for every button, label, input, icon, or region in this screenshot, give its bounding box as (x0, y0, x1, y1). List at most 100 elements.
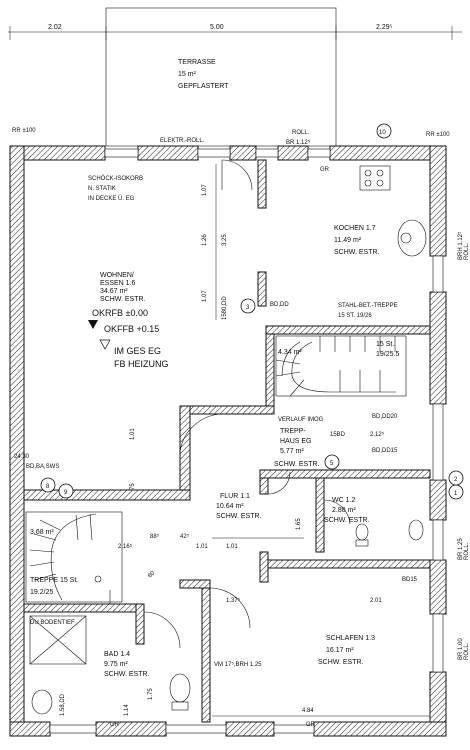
schlafen-floor: SCHW. ESTR. (318, 659, 364, 666)
upper-staircase (275, 335, 407, 397)
marker-3-circle (240, 298, 256, 314)
stair-lower-spec: 19.2/25 (30, 589, 53, 596)
du-bodentief-note: DU BODENTIEF (30, 620, 75, 626)
hob-ring-icon (364, 169, 372, 177)
elektr-roll-note: ELEKTR.-ROLL. (160, 138, 205, 144)
im-ges-note-1: IM GES EG (114, 346, 161, 356)
schoeck-note-1: SCHÖCK-ISOKORB (88, 175, 143, 182)
bad-area: 9.75 m² (104, 661, 128, 668)
schlafen-name: SCHLAFEN 1.3 (326, 635, 375, 642)
dim-216: 2.16⁵ (118, 543, 133, 550)
verlauf-note: VERLAUF IMOG (278, 417, 324, 423)
marker-9-circle (58, 483, 74, 499)
schoeck-note-3: IN DECKE Ü. EG (88, 195, 135, 202)
ba-sws-note: BD,BA,SWS (26, 464, 59, 470)
kochen-name: KOCHEN 1.7 (334, 225, 376, 232)
gr-bed-note: GR (306, 722, 316, 728)
dim-75: 75 (130, 483, 136, 490)
wc-area: 2.88 m² (332, 507, 356, 514)
outer-walls (9, 145, 447, 737)
kochen-floor: SCHW. ESTR. (334, 249, 380, 256)
roll-top-note: ROLL. (292, 130, 310, 136)
marker-8-circle (40, 477, 56, 493)
marker-3: 3 (246, 305, 250, 311)
bad-name: BAD 1.4 (104, 651, 130, 658)
dim-325: 3.25 (222, 234, 228, 246)
dim-top-right: 2.29⁵ (376, 24, 393, 31)
dim-2430: 24.30 (14, 454, 30, 460)
bd-dd15-note: BD,DD15 (372, 448, 398, 454)
br100-side-label: BR 1.00 (458, 638, 464, 660)
marker-5-circle (324, 454, 340, 470)
okffb-level: OKFFB +0.15 (104, 324, 159, 334)
dim-885: 88⁵ (150, 533, 160, 540)
dim-101-a: 1.01 (196, 544, 208, 550)
roll-side-label-2: ROLL. (464, 542, 470, 560)
treppenhaus-name-2: HAUS EG (280, 438, 312, 445)
section-markers: 10 3 5 8 9 1 2 (40, 123, 464, 500)
dim-158dd: 1.58,DD (60, 693, 66, 716)
marker-2-circle (448, 470, 464, 486)
dim-126: 1.26 (202, 234, 208, 246)
dim-201: 2.01 (370, 598, 382, 604)
annotations: SCHÖCK-ISOKORB N. STATIK IN DECKE Ü. EG … (26, 130, 418, 728)
roll-side-label-3: ROLL. (464, 642, 470, 660)
dim-212: 2.12⁵ (370, 431, 385, 438)
dim-425: 42⁵ (180, 533, 190, 540)
bd-dd20-note: BD,DD20 (372, 414, 398, 420)
okrfb-level: OKRFB ±0.00 (92, 308, 148, 318)
washbasin-icon (408, 519, 424, 541)
stahl-spec: 15 ST. 19/26 (338, 313, 372, 319)
wc-name: WC 1.2 (332, 497, 355, 504)
dim-165: 1.65 (296, 518, 302, 530)
treppenhaus-area: 5.77 m² (280, 448, 304, 455)
toilet-icon (169, 673, 191, 703)
bd15-note: BD15 (402, 577, 418, 583)
bd15-small-note: 15BD (330, 432, 346, 438)
terrace: TERRASSE 15 m² GEPFLASTERT (105, 7, 337, 147)
terrace-area: 15 m² (178, 71, 197, 78)
dim-484: 4.84 (302, 708, 314, 714)
wc-floor: SCHW. ESTR. (324, 517, 370, 524)
inner-walls (23, 159, 431, 723)
marker-10-circle (376, 123, 392, 139)
dim-60: 60 (147, 570, 156, 579)
dim-101-b: 1.01 (226, 544, 238, 550)
terrace-name: TERRASSE (178, 59, 216, 66)
dim-107-a: 1.07 (202, 184, 208, 196)
shower-tray-icon (29, 615, 87, 665)
inner-dimensions: 1.07 1.26 3.25 1.07 2.16⁵ 88⁵ 1.01 42⁵ 1… (14, 164, 430, 717)
wohnen-area: 34.67 m² (100, 288, 128, 295)
marker-5: 5 (330, 461, 334, 467)
kochen-area: 11.49 m² (334, 237, 362, 244)
marker-9: 9 (64, 490, 68, 496)
stair-upper-spec: 19/25.5 (376, 351, 399, 358)
vm-note: VM 17⁵,BRH 1.25 (214, 661, 262, 668)
dim-107-b: 1.07 (202, 290, 208, 302)
stair-lower-name: TREPPE 15 St. (30, 577, 78, 584)
bath-sink-icon (31, 689, 53, 715)
stair-upper-area: 4.34 m² (278, 349, 302, 356)
wc-basin-icon (355, 523, 369, 541)
dim-137: 1.37⁵ (226, 597, 241, 604)
brh-side-label: BRH 1.12⁵ (457, 231, 464, 260)
marker-8: 8 (46, 484, 50, 490)
kitchen-sink-icon (397, 219, 427, 257)
flur-area: 10.64 m² (216, 503, 244, 510)
door-swings (143, 159, 351, 649)
bad-floor: SCHW. ESTR. (104, 671, 150, 678)
stair-lower-area: 3.68 m² (30, 529, 54, 536)
bd-dd-note: BD,DD (270, 302, 289, 308)
schlafen-area: 16.17 m² (326, 647, 354, 654)
top-dimension-chain: 2.02 5.00 2.29⁵ (8, 24, 462, 40)
side-labels: BRH 1.12⁵ ROLL. BR 1.25 ROLL. BR 1.00 RO… (60, 231, 470, 716)
level-triangle-outline-icon (99, 339, 111, 350)
wohnen-name-2: ESSEN 1.6 (100, 280, 136, 287)
roll-br-note: BR 1.12⁵ (286, 139, 311, 146)
treppenhaus-floor: SCHW. ESTR. (274, 461, 320, 468)
rr-level-right: RR ±100 (426, 132, 450, 138)
treppenhaus-name: TREPP- (280, 428, 306, 435)
stair-upper-name: 15 St. (376, 341, 394, 348)
dim-1580dd: 1580,DD (222, 296, 228, 320)
